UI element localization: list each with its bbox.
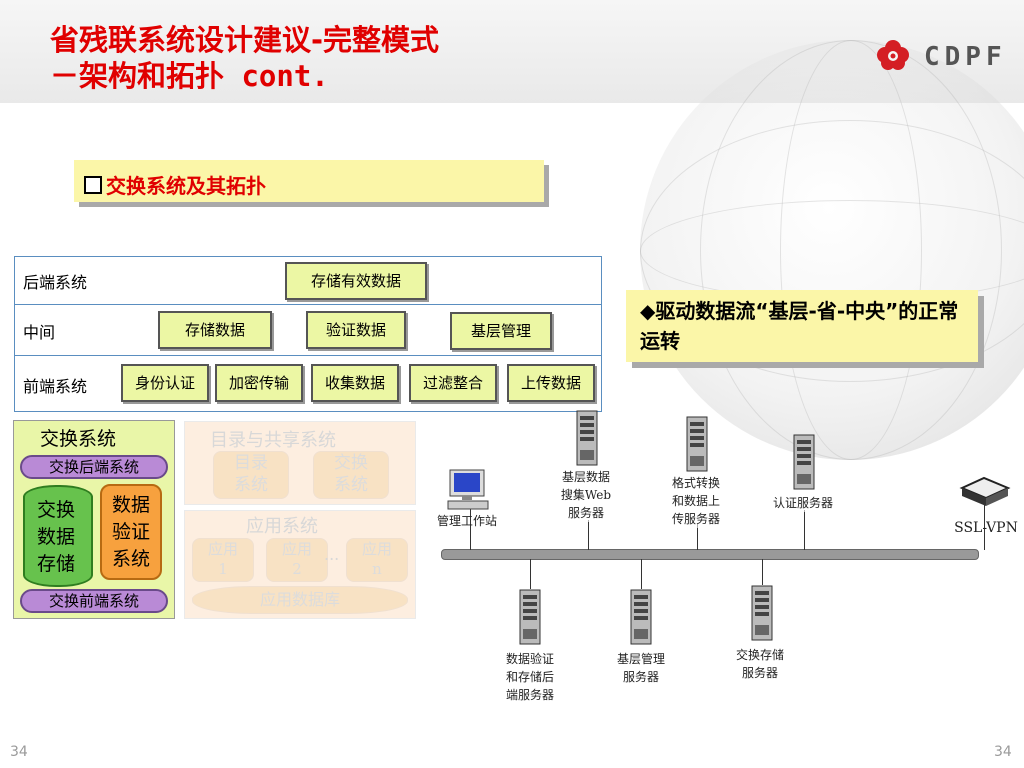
app-database: 应用数据库 [192,586,408,614]
checkbox-bullet-icon [84,176,102,194]
box-upload-data: 上传数据 [507,364,595,402]
verify-storage-server-label: 数据验证 和存储后 端服务器 [505,652,554,702]
exchange-storage-label: 交换 数据 存储 [36,499,75,575]
auth-server-label: 认证服务器 [760,494,846,512]
vpn-label: SSL-VPN [954,520,1018,536]
verify-storage-server-icon [519,589,541,645]
logo-text: CDPF [924,42,1007,72]
exchange-storage-cylinder [23,485,93,587]
section-label: 交换系统及其拓扑 [84,170,266,199]
exchange-system-faded-box: 交换 系统 [313,451,389,499]
exchange-system-title: 交换系统 [40,428,117,450]
link-vpn [984,505,985,550]
globe-decoration [640,40,1024,460]
link-verify-server [530,559,531,589]
box-encrypted-transfer: 加密传输 [215,364,303,402]
section-label-box [74,160,544,202]
box-filter-integrate: 过滤整合 [409,364,497,402]
app-1-box: 应用 1 [192,538,254,582]
mgmt-server-icon [630,589,652,645]
page-number-left: 34 [10,744,28,760]
web-server-label: 基层数据 搜集Web 服务器 [548,468,624,522]
arch-row-middle: 中间 存储数据 验证数据 基层管理 [15,305,601,356]
architecture-table: 后端系统 存储有效数据 中间 存储数据 验证数据 基层管理 前端系统 身份认证 … [14,256,602,412]
box-store-data: 存储数据 [158,311,272,349]
app-ellipsis: ... [324,545,340,564]
web-server-icon [576,410,598,466]
arch-row-frontend: 前端系统 身份认证 加密传输 收集数据 过滤整合 上传数据 [15,356,601,411]
exchange-frontend-pill: 交换前端系统 [20,589,168,613]
convert-server-icon [686,416,708,472]
convert-server-label: 格式转换 和数据上 传服务器 [658,474,734,528]
link-convert-server [697,524,698,550]
exchange-store-server-label: 交换存储 服务器 [735,648,784,680]
box-base-management: 基层管理 [450,312,552,350]
slide-title: 省残联系统设计建议-完整模式 －架构和拓扑 cont. [50,22,439,94]
workstation-label: 管理工作站 [436,514,497,528]
network-bus [441,549,979,560]
row-label-frontend: 前端系统 [23,377,88,396]
box-identity-auth: 身份认证 [121,364,209,402]
link-auth-server [804,510,805,550]
directory-system-box: 目录 系统 [213,451,289,499]
row-label-middle: 中间 [23,323,56,342]
workstation-computer-icon [447,469,489,510]
box-collect-data: 收集数据 [311,364,399,402]
arch-row-backend: 后端系统 存储有效数据 [15,257,601,305]
section-label-text: 交换系统及其拓扑 [106,174,266,198]
box-verify-data: 验证数据 [306,311,406,349]
mgmt-server-label: 基层管理 服务器 [616,652,665,684]
callout-text: ◆驱动数据流“基层-省-中央”的正常运转 [640,299,959,353]
application-system-title: 应用系统 [246,516,318,537]
link-store-server [762,559,763,585]
page-number-right: 34 [994,744,1012,760]
vpn-router-icon [959,476,1011,506]
title-line-2: －架构和拓扑 cont. [50,59,329,93]
row-label-backend: 后端系统 [23,273,88,292]
exchange-backend-pill: 交换后端系统 [20,455,168,479]
box-store-valid-data: 存储有效数据 [285,262,427,300]
data-verify-system: 数据 验证 系统 [100,484,162,580]
directory-share-title: 目录与共享系统 [210,430,336,451]
title-line-1: 省残联系统设计建议-完整模式 [50,23,440,57]
auth-server-icon [793,434,815,490]
app-n-box: 应用 n [346,538,408,582]
link-web-server [588,520,589,550]
exchange-store-server-icon [751,585,773,641]
callout-box [626,290,978,362]
link-mgmt-server [641,559,642,589]
link-workstation [470,504,471,550]
app-2-box: 应用 2 [266,538,328,582]
cdpf-flower-logo-icon [877,40,909,70]
